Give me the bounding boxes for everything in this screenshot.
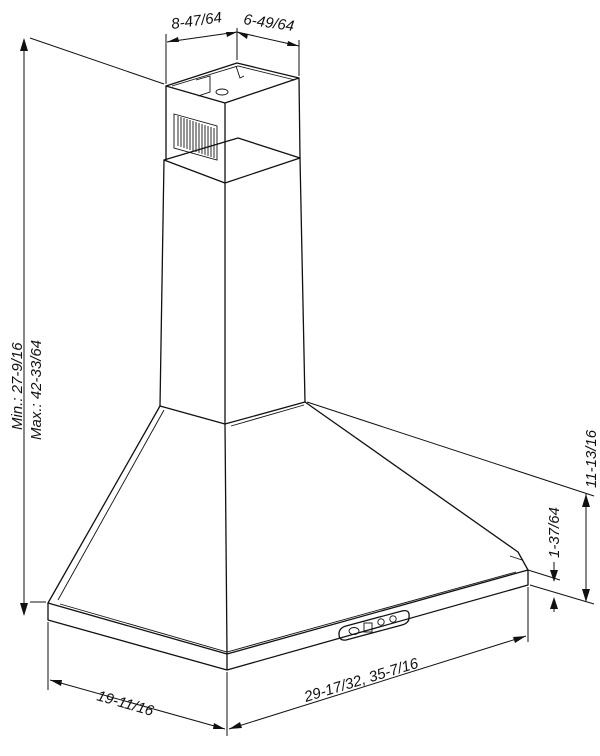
knob-icon: [377, 618, 385, 626]
chimney-depth-label: 6-49/64: [242, 11, 295, 35]
front-lip-label: 1-37/64: [546, 507, 563, 558]
canopy-rise-label: 11-13/16: [583, 429, 600, 488]
height-min-label: Min.: 27-9/16: [9, 342, 26, 430]
width-label: 29-17/32, 35-7/16: [301, 655, 421, 706]
dim-canopy-rise: [306, 401, 595, 605]
dim-front-lip: [527, 562, 561, 612]
button-icon: [348, 627, 360, 635]
dim-width: [228, 587, 529, 730]
dim-chimney-depth: [236, 31, 300, 76]
depth-label: 19-11/16: [95, 688, 156, 721]
dim-depth: [47, 622, 228, 736]
vent-grille: [173, 113, 218, 161]
hood-outline: [47, 62, 529, 671]
height-max-label: Max.: 42-33/64: [28, 340, 45, 440]
dim-height: [20, 37, 165, 616]
knob-icon: [389, 615, 397, 623]
dim-chimney-width: [165, 28, 238, 84]
display-icon: [363, 622, 373, 633]
chimney-width-label: 8-47/64: [170, 9, 223, 33]
control-panel: [338, 609, 410, 641]
